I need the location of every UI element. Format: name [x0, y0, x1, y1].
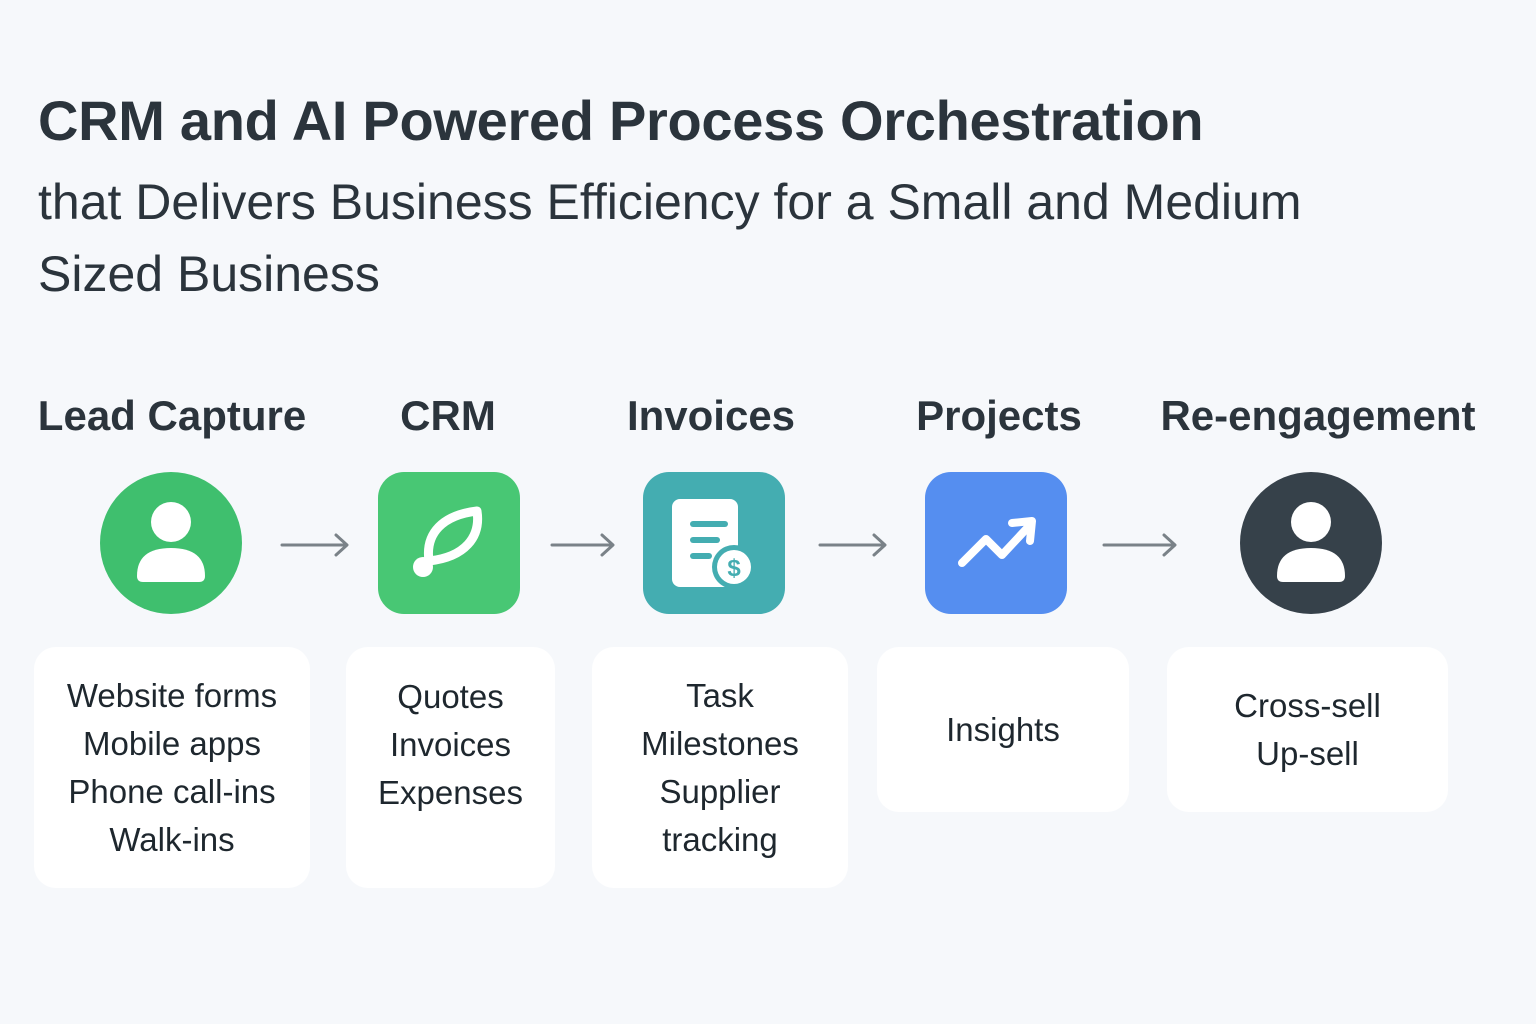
- lead-capture-icon-badge: [100, 472, 242, 614]
- card-item: Phone call-ins: [68, 772, 276, 810]
- crm-icon-badge: [378, 472, 520, 614]
- card-item: Walk-ins: [109, 820, 235, 858]
- user-icon: [1277, 502, 1345, 582]
- leaf-icon: [413, 506, 483, 577]
- user-icon: [137, 502, 205, 582]
- invoices-icon-badge: $: [643, 472, 785, 614]
- card-item: Expenses: [378, 774, 523, 811]
- card-item: Quotes: [397, 678, 504, 715]
- arrow-right-icon: [550, 533, 615, 557]
- stage-label-projects: Projects: [916, 392, 1082, 439]
- card-item: Milestones: [641, 724, 799, 762]
- invoice-dollar-icon: $: [672, 499, 756, 589]
- projects-icon-badge: [925, 472, 1067, 614]
- stage-label-invoices: Invoices: [626, 392, 796, 439]
- re-engagement-card: Cross-sell Up-sell: [1167, 647, 1448, 812]
- stage-label-crm: CRM: [400, 392, 496, 439]
- trend-up-icon: [958, 517, 1036, 567]
- card-item: Cross-sell: [1234, 686, 1381, 724]
- arrow-right-icon: [818, 533, 887, 557]
- card-item: Task: [686, 676, 754, 714]
- card-item: Supplier: [659, 772, 781, 810]
- card-item: Up-sell: [1256, 734, 1359, 772]
- projects-card: Insights: [877, 647, 1129, 812]
- stage-label-lead-capture: Lead Capture: [37, 392, 307, 439]
- page-subtitle: that Delivers Business Efficiency for a …: [38, 174, 1302, 302]
- page-title: CRM and AI Powered Process Orchestration: [38, 89, 1204, 152]
- card-item: Invoices: [389, 726, 512, 763]
- card-item: Insights: [946, 710, 1060, 748]
- svg-text:$: $: [727, 555, 741, 582]
- card-item: tracking: [662, 820, 778, 858]
- card-item: Mobile apps: [83, 724, 261, 762]
- arrow-right-icon: [280, 533, 349, 557]
- re-engagement-icon-badge: [1240, 472, 1382, 614]
- crm-card: Quotes Invoices Expenses: [346, 647, 555, 888]
- card-item: Website forms: [66, 676, 278, 714]
- arrow-right-icon: [1102, 533, 1177, 557]
- stage-label-re-engagement: Re-engagement: [1160, 392, 1476, 439]
- invoices-card: Task Milestones Supplier tracking: [592, 647, 848, 888]
- lead-capture-card: Website forms Mobile apps Phone call-ins…: [34, 647, 310, 888]
